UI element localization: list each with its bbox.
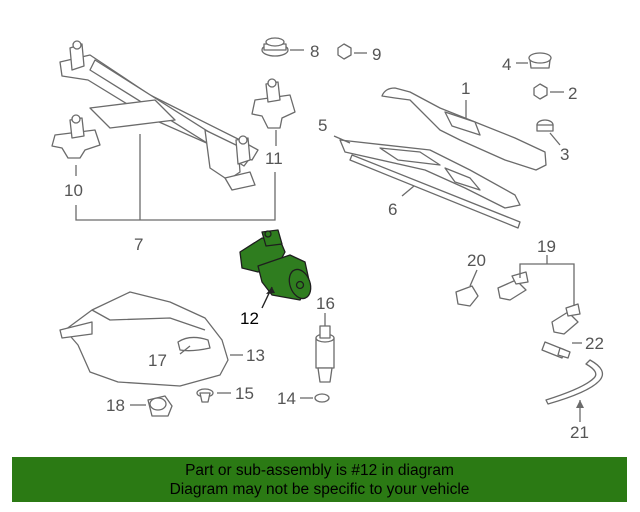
callout-9: 9 xyxy=(372,45,381,64)
callout-7: 7 xyxy=(134,235,143,254)
nozzle-20 xyxy=(455,285,479,307)
wiper-arm xyxy=(381,87,547,171)
banner-line-disclaimer: Diagram may not be specific to your vehi… xyxy=(169,481,470,498)
callout-6: 6 xyxy=(388,200,397,219)
callout-11: 11 xyxy=(265,149,283,168)
info-banner: Part or sub-assembly is #12 in diagram D… xyxy=(12,457,627,502)
grommet-8 xyxy=(261,37,289,57)
callout-15: 15 xyxy=(235,384,254,403)
parts-diagram: 1 2 3 4 5 6 7 8 9 10 11 12 13 14 15 16 1… xyxy=(51,37,604,442)
callout-22: 22 xyxy=(585,334,604,353)
wiper-blade xyxy=(339,139,521,209)
nozzle-19-right xyxy=(551,303,581,335)
callout-3: 3 xyxy=(560,145,569,164)
nut-2 xyxy=(533,83,548,100)
washer-14 xyxy=(314,393,330,403)
washer-reservoir xyxy=(59,291,229,387)
callout-1: 1 xyxy=(461,79,470,98)
washer-hose xyxy=(545,359,604,405)
wiper-motor-highlighted xyxy=(239,229,312,301)
banner-line-part: Part or sub-assembly is #12 in diagram xyxy=(185,462,454,479)
callout-2: 2 xyxy=(568,84,577,103)
callout-4: 4 xyxy=(502,55,511,74)
pivot-bracket-right xyxy=(251,78,296,129)
nozzle-19-left xyxy=(497,271,529,301)
callout-13: 13 xyxy=(246,346,265,365)
callout-21: 21 xyxy=(570,423,589,442)
cap-4 xyxy=(528,52,552,69)
callout-17: 17 xyxy=(148,351,167,370)
callout-14: 14 xyxy=(277,389,296,408)
callout-12: 12 xyxy=(240,309,259,328)
blade-insert xyxy=(349,154,521,229)
cap-18 xyxy=(147,395,173,417)
callout-18: 18 xyxy=(106,396,125,415)
hose-connector-22 xyxy=(541,341,571,359)
callout-19: 19 xyxy=(537,237,556,256)
washer-pump xyxy=(315,325,335,383)
callout-8: 8 xyxy=(310,42,319,61)
pivot-bracket-left xyxy=(51,114,101,159)
callout-20: 20 xyxy=(467,251,486,270)
callout-10: 10 xyxy=(64,181,83,200)
callout-16: 16 xyxy=(316,294,335,313)
nut-9 xyxy=(337,43,352,60)
cap-3 xyxy=(536,119,554,132)
callout-5: 5 xyxy=(318,116,327,135)
wiper-linkage xyxy=(59,40,259,191)
grommet-15 xyxy=(196,388,214,403)
